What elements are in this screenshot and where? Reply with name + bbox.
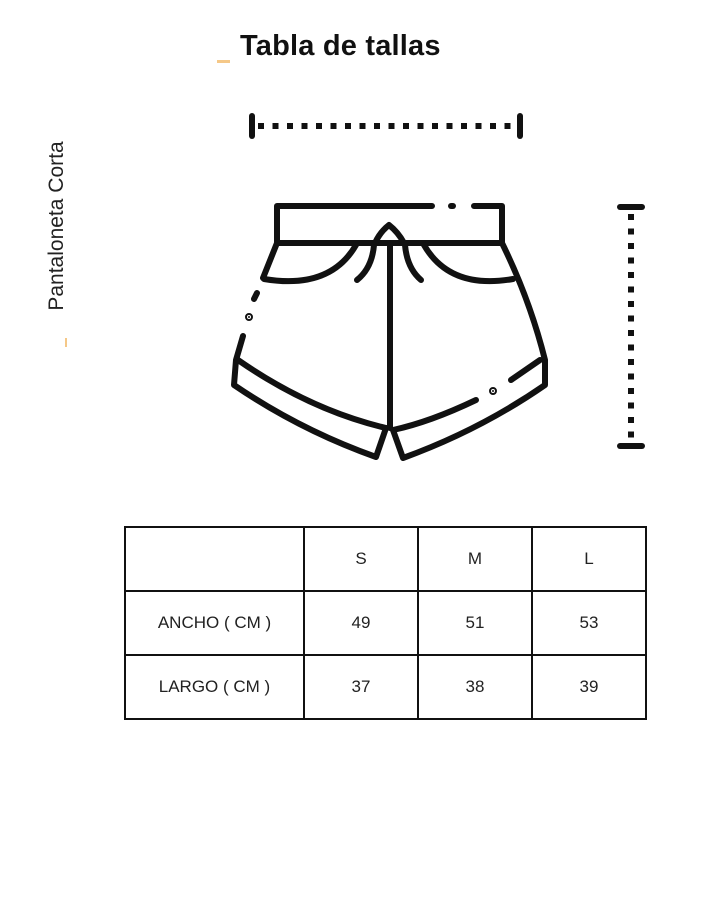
header-cell-m: M — [417, 526, 533, 592]
header-cell-s: S — [303, 526, 419, 592]
table-header-row: S M L — [124, 526, 647, 592]
title-accent-mark — [217, 60, 230, 63]
table-row: LARGO ( CM ) 37 38 39 — [124, 654, 647, 720]
shorts-icon — [231, 203, 548, 461]
table-cell: 51 — [417, 590, 533, 656]
length-ruler-icon — [617, 204, 645, 449]
table-cell: 39 — [531, 654, 647, 720]
header-cell-l: L — [531, 526, 647, 592]
row-label: ANCHO ( CM ) — [124, 590, 305, 656]
page-title: Tabla de tallas — [240, 30, 441, 62]
row-label: LARGO ( CM ) — [124, 654, 305, 720]
header-cell-empty — [124, 526, 305, 592]
table-row: ANCHO ( CM ) 49 51 53 — [124, 590, 647, 656]
table-cell: 53 — [531, 590, 647, 656]
table-cell: 38 — [417, 654, 533, 720]
table-cell: 49 — [303, 590, 419, 656]
size-table: S M L ANCHO ( CM ) 49 51 53 LARGO ( CM )… — [124, 526, 647, 720]
table-cell: 37 — [303, 654, 419, 720]
garment-accent-mark — [65, 338, 67, 347]
width-ruler-icon — [249, 113, 523, 139]
